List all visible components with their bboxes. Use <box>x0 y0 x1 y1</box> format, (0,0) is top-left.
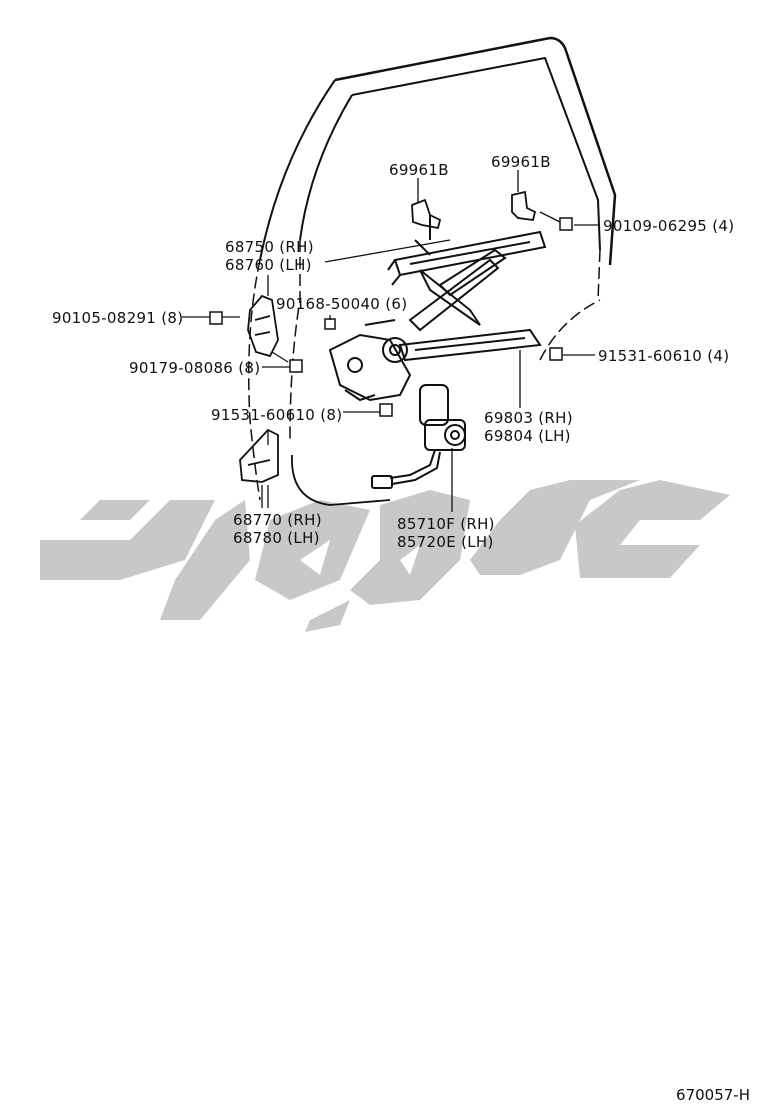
part-85710f-label: 85710F (RH)85720E (LH) <box>397 515 495 551</box>
glass-dashed-edges <box>248 240 601 501</box>
part-number-line: 69803 (RH) <box>484 409 573 427</box>
glass-bottom-curve <box>291 454 391 506</box>
part-68750-label: 68750 (RH)68760 (LH) <box>225 238 314 274</box>
brackets <box>239 294 279 483</box>
part-number-line: 69804 (LH) <box>484 427 571 445</box>
regulator-assembly <box>328 215 547 402</box>
part-91531-60610-left-label: 91531-60610 (8) <box>211 406 342 424</box>
part-number-line: 69961B <box>389 161 449 179</box>
part-69961b-right-label: 69961B <box>491 153 551 171</box>
part-69803-label: 69803 (RH)69804 (LH) <box>484 409 573 445</box>
part-number-line: 90168-50040 (6) <box>276 295 408 313</box>
part-number-line: 85710F (RH) <box>397 515 495 533</box>
part-number-line: 85720E (LH) <box>397 533 494 551</box>
part-number-line: 68750 (RH) <box>225 238 314 256</box>
drawing-code: 670057-H <box>676 1086 750 1104</box>
part-68770-label: 68770 (RH)68780 (LH) <box>233 511 322 547</box>
part-number-line: 68760 (LH) <box>225 256 312 274</box>
part-69961b-left-label: 69961B <box>389 161 449 179</box>
part-number-line: 91531-60610 (8) <box>211 406 343 424</box>
part-number-line: 90105-08291 (8) <box>52 309 184 327</box>
part-90109-06295-label: 90109-06295 (4) <box>603 217 734 235</box>
part-90179-08086-label: 90179-08086 (8) <box>129 359 260 377</box>
leader-lines <box>182 170 600 512</box>
motor-assembly <box>371 384 466 489</box>
part-90168-50040-label: 90168-50040 (6) <box>276 295 407 313</box>
part-number-line: 91531-60610 (4) <box>598 347 730 365</box>
part-91531-60610-right-label: 91531-60610 (4) <box>598 347 729 365</box>
part-number-line: 90109-06295 (4) <box>603 217 735 235</box>
part-90105-08291-label: 90105-08291 (8) <box>52 309 183 327</box>
bolts <box>209 217 573 417</box>
part-number-line: 90179-08086 (8) <box>129 359 261 377</box>
part-number-line: 68780 (LH) <box>233 529 320 547</box>
door-glass-frame <box>259 36 617 266</box>
part-number-line: 69961B <box>491 153 551 171</box>
part-number-line: 68770 (RH) <box>233 511 322 529</box>
logo-watermark <box>40 480 730 632</box>
clip-parts <box>411 190 537 230</box>
